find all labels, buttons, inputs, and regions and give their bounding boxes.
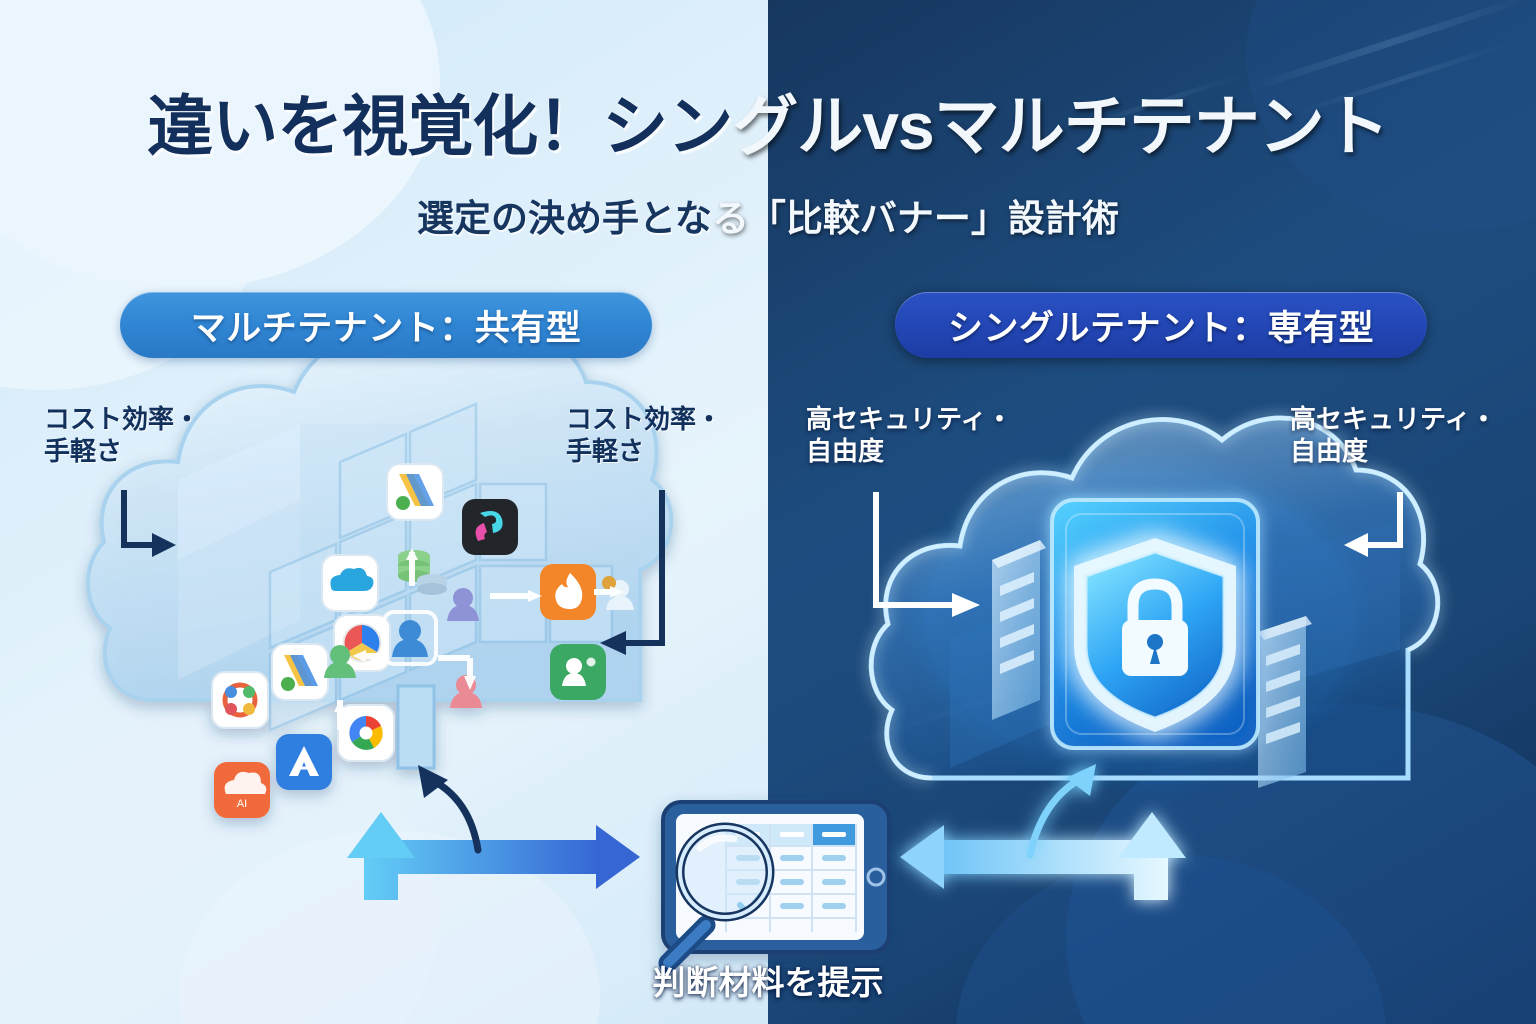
callout-line-1: コスト効率・ <box>44 404 201 434</box>
center-caption-text: 判断材料を提示 <box>652 964 884 1001</box>
callout-line-1: 高セキュリティ・ <box>806 404 1013 434</box>
subtitle-right-part: る「比較バナー」設計術 <box>711 198 1119 239</box>
user-avatar <box>324 645 356 678</box>
single-tenant-pill-text: シングルテナント：専有型 <box>947 308 1374 348</box>
tablet-home-button <box>866 867 886 887</box>
app-tile <box>540 564 596 620</box>
page-title: 違いを視覚化！シングルvsマルチテナント <box>0 90 1536 163</box>
callout-line-2: 自由度 <box>1290 435 1369 466</box>
cloud-outline-glow <box>869 416 1440 780</box>
callout-line-2: 自由度 <box>806 435 885 466</box>
multi-tenant-cloud-graphic: AI <box>86 326 674 818</box>
server-rack-icon <box>992 540 1046 720</box>
callout-cost-efficiency-left: コスト効率・ 手軽さ <box>44 404 200 467</box>
app-tile <box>321 554 379 612</box>
tenant-connection-arrows <box>334 548 624 730</box>
callout-security-right: 高セキュリティ・ 自由度 <box>1290 404 1496 467</box>
callout-line-2: 手軽さ <box>44 435 123 466</box>
app-tile <box>386 463 444 521</box>
cloud-door <box>396 684 436 770</box>
app-tile <box>271 643 329 701</box>
lens-highlight <box>696 834 738 852</box>
callout-line-2: 手軽さ <box>566 435 645 466</box>
single-tenant-pill-label: シングルテナント：専有型 <box>895 292 1427 358</box>
app-tile: AI <box>214 762 270 818</box>
app-tile <box>211 671 269 729</box>
callout-line-1: コスト効率・ <box>566 404 723 434</box>
center-caption: 判断材料を提示 <box>0 956 1536 1004</box>
multi-tenant-pill-text: マルチテナント：共有型 <box>190 308 582 348</box>
app-tile <box>462 499 518 555</box>
title-right-part: グルvsマルチテナント <box>732 89 1389 163</box>
svg-text:AI: AI <box>237 798 247 810</box>
magnifying-glass-icon <box>658 822 775 973</box>
app-tile <box>550 644 606 700</box>
lock-shackle <box>1127 578 1183 628</box>
callout-security-left: 高セキュリティ・ 自由度 <box>806 404 1012 467</box>
app-tile <box>337 704 395 762</box>
multi-tenant-pill-label: マルチテナント：共有型 <box>120 292 652 358</box>
title-left-part: 違いを視覚化！シン <box>147 89 733 163</box>
single-tenant-cloud-graphic <box>868 415 1441 788</box>
comparison-device-graphic <box>658 800 891 973</box>
page-subtitle: 選定の決め手となる「比較バナー」設計術 <box>0 188 1536 242</box>
user-avatar <box>382 610 438 666</box>
user-avatar <box>447 588 479 621</box>
server-rack-icon <box>1258 616 1312 788</box>
subtitle-left-part: 選定の決め手とな <box>417 198 712 239</box>
callout-line-1: 高セキュリティ・ <box>1290 404 1497 434</box>
callout-cost-efficiency-right: コスト効率・ 手軽さ <box>566 404 722 467</box>
app-tile <box>276 734 332 790</box>
app-tile-group: AI <box>211 463 606 818</box>
shield-lock-icon <box>1074 538 1236 732</box>
